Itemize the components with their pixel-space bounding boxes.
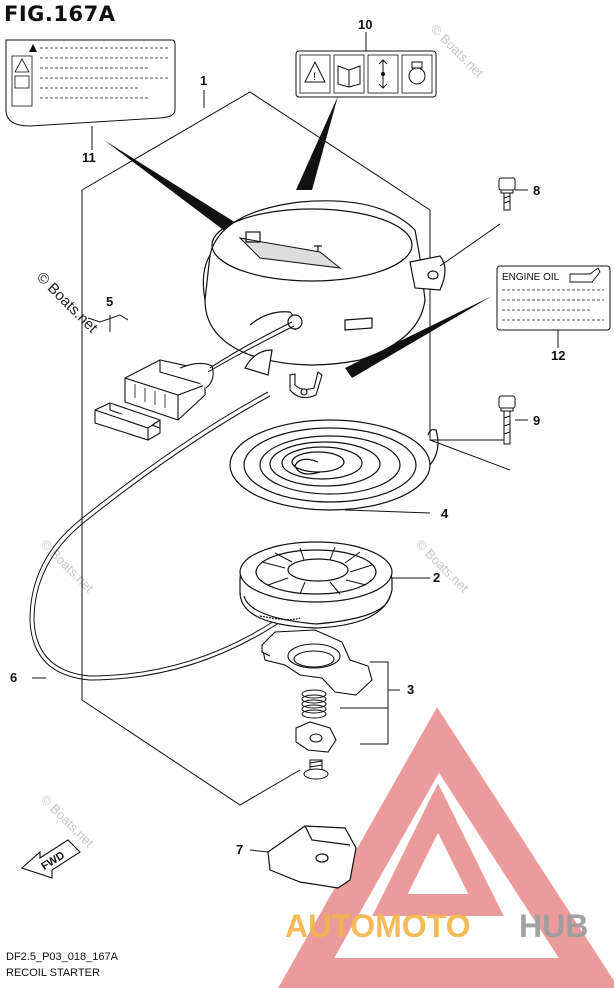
- boats-watermark: © Boats.net: [413, 537, 472, 596]
- bolt-8: [498, 177, 528, 211]
- frame-leader: [429, 439, 511, 471]
- ratchet-screw: [303, 759, 329, 780]
- brand-prefix: AUTOMOTO: [285, 908, 470, 944]
- assembly-frame-left: [81, 190, 301, 806]
- callout-10: 10: [358, 17, 372, 32]
- bolt-9: [498, 395, 528, 445]
- ratchet-spring: [301, 689, 327, 719]
- callout-11: 11: [82, 150, 96, 165]
- plate-leader: [249, 849, 269, 853]
- rope: [29, 321, 296, 681]
- svg-text:!: !: [313, 71, 316, 83]
- boats-watermark-dark: © Boats.net: [33, 269, 101, 337]
- callout-6: 6: [10, 670, 17, 685]
- boats-watermark: © Boats.net: [428, 22, 487, 81]
- oil-can-icon: [569, 267, 601, 283]
- callout-3: 3: [407, 682, 414, 697]
- caution-label-10: !: [295, 32, 437, 98]
- callout-7: 7: [236, 842, 243, 857]
- label-11-pointer: [104, 140, 260, 250]
- plate: [267, 825, 357, 889]
- engine-oil-text: ENGINE OIL: [502, 272, 560, 283]
- section-name: RECOIL STARTER: [6, 967, 100, 979]
- automotohub-logo: AUTOMOTO HUB: [278, 707, 614, 988]
- ratchet-guide: [295, 721, 337, 753]
- ratchet-bracket: [340, 661, 400, 745]
- rope-guide: [289, 371, 323, 399]
- warning-label-11: [5, 39, 176, 150]
- assembly-frame-top: [81, 91, 510, 441]
- callout-1: 1: [200, 73, 207, 88]
- engine-oil-label-12: ENGINE OIL: [496, 265, 611, 348]
- drawing-code: DF2.5_P03_018_167A: [6, 951, 118, 963]
- spring-leader: [344, 509, 431, 514]
- callout-9: 9: [533, 413, 540, 428]
- manual-book-icon: [337, 65, 361, 88]
- boats-watermarks: © Boats.net © Boats.net © Boats.net © Bo…: [38, 22, 487, 851]
- bolt-8-leader: [439, 223, 501, 267]
- brand-suffix: HUB: [519, 908, 588, 944]
- label-12-pointer: [345, 296, 492, 378]
- callout-12: 12: [551, 348, 565, 363]
- handle-insert: [94, 402, 161, 441]
- warning-triangle-icon: [14, 58, 30, 73]
- warning-triangle-icon: [304, 60, 326, 83]
- callout-5: 5: [106, 294, 113, 309]
- starter-handle: [124, 359, 214, 421]
- recoil-spring: [229, 419, 439, 511]
- callout-4: 4: [441, 506, 449, 521]
- recoil-case: [202, 200, 446, 376]
- label-10-pointer: [296, 96, 338, 190]
- callout-2: 2: [433, 570, 440, 585]
- figure-title: FIG.167A: [4, 2, 116, 26]
- reel: [239, 541, 393, 629]
- book-icon: [14, 75, 30, 89]
- fwd-arrow: FWD: [20, 839, 81, 879]
- callout-8: 8: [533, 183, 540, 198]
- ratchet: [261, 629, 373, 696]
